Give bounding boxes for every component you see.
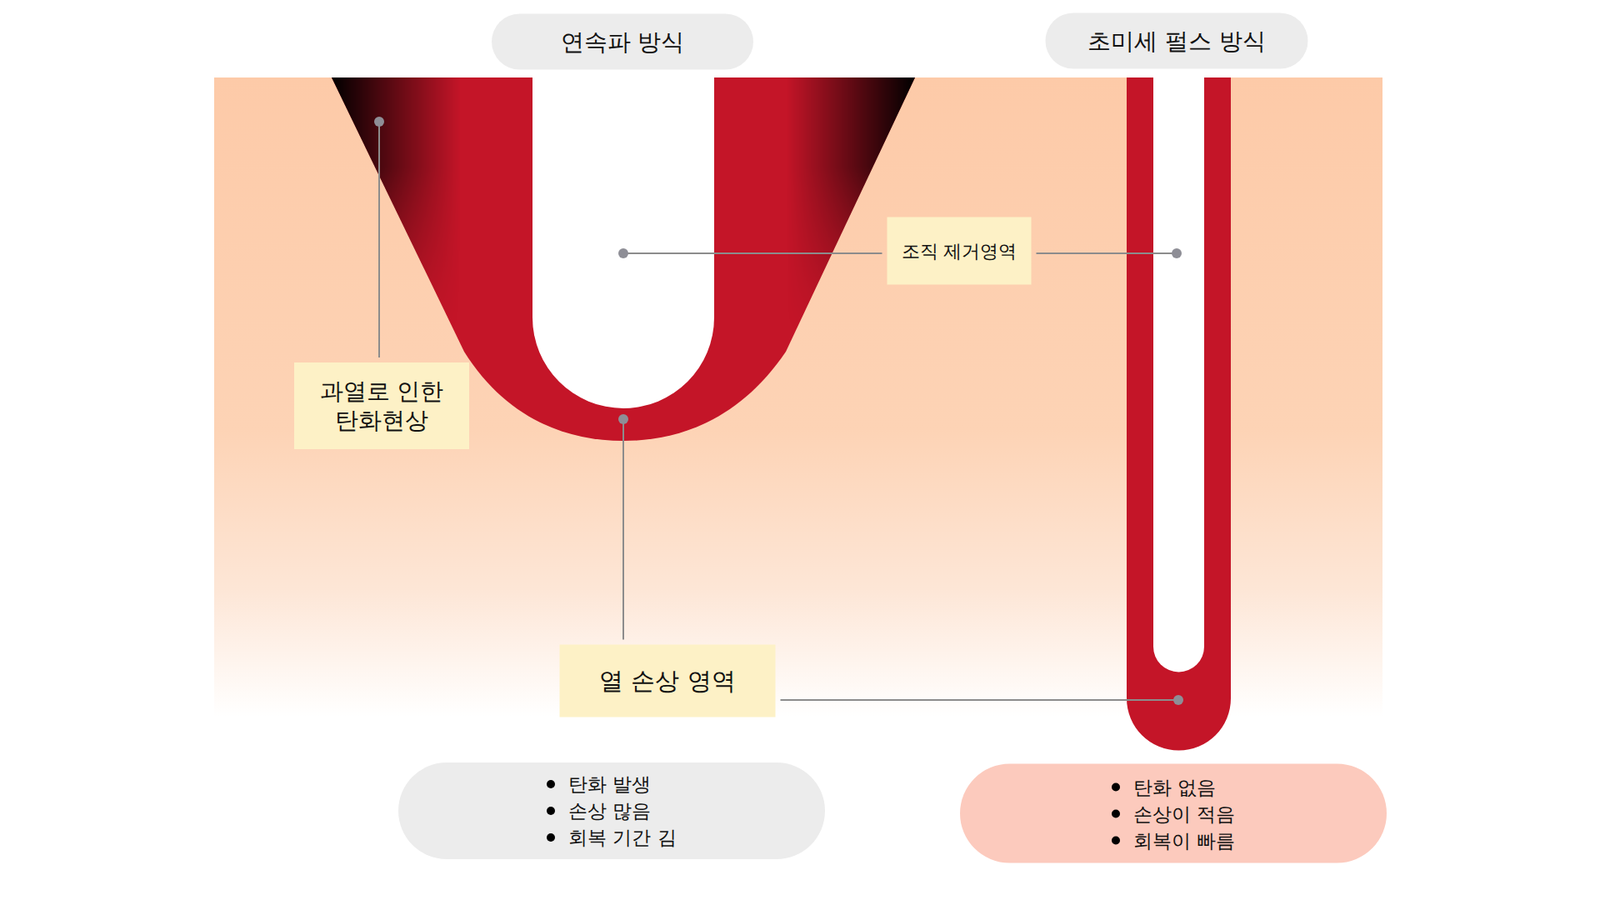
bullet-dot — [1111, 809, 1120, 818]
leader-line — [1036, 252, 1178, 255]
leader-dot — [618, 248, 629, 259]
method-title: 연속파 방식 — [491, 14, 754, 70]
bullet-item: 탄화 없음 — [1111, 773, 1216, 800]
thermal-damage-zone — [1126, 77, 1231, 751]
bullet-item: 손상이 적음 — [1111, 800, 1235, 827]
bullet-dot — [1111, 835, 1120, 845]
bullet-dot — [546, 780, 555, 789]
bullet-dot — [546, 833, 555, 842]
bullet-text: 손상 많음 — [568, 797, 651, 825]
bullet-item: 손상 많음 — [546, 797, 651, 825]
method-title: 초미세 펄스 방식 — [1045, 13, 1309, 70]
bullet-text: 회복이 빠름 — [1133, 826, 1235, 854]
bullet-item: 탄화 발생 — [546, 770, 651, 798]
bullet-list: 탄화 발생손상 많음회복 기간 김 — [546, 770, 677, 851]
bullet-text: 탄화 발생 — [568, 770, 651, 798]
bullet-text: 탄화 없음 — [1133, 773, 1216, 800]
label-text: 조직 제거영역 — [901, 239, 1018, 263]
summary-list: 탄화 없음손상이 적음회복이 빠름 — [960, 764, 1387, 864]
summary-list: 탄화 발생손상 많음회복 기간 김 — [398, 762, 825, 860]
leader-line — [780, 699, 1180, 701]
callout-label: 조직 제거영역 — [887, 217, 1032, 285]
bullet-item: 회복이 빠름 — [1111, 826, 1235, 854]
leader-line — [378, 121, 380, 358]
label-text: 열 손상 영역 — [599, 665, 735, 696]
bullet-text: 회복 기간 김 — [568, 824, 677, 851]
title-text: 연속파 방식 — [560, 27, 685, 57]
ablated-channel — [532, 77, 715, 409]
leader-dot — [1171, 248, 1182, 259]
leader-line — [623, 252, 883, 255]
leader-dot — [618, 414, 629, 425]
bullet-list: 탄화 없음손상이 적음회복이 빠름 — [1111, 773, 1235, 854]
callout-label: 과열로 인한 탄화현상 — [294, 362, 470, 450]
title-text: 초미세 펄스 방식 — [1087, 26, 1266, 56]
bullet-text: 손상이 적음 — [1133, 800, 1235, 827]
leader-dot — [1173, 695, 1184, 705]
ablated-channel — [1153, 77, 1205, 672]
label-text: 과열로 인한 탄화현상 — [307, 376, 456, 435]
bullet-dot — [546, 806, 555, 815]
leader-line — [622, 419, 625, 640]
leader-dot — [374, 116, 385, 127]
callout-label: 열 손상 영역 — [560, 645, 776, 718]
bullet-item: 회복 기간 김 — [546, 824, 677, 851]
bullet-dot — [1111, 782, 1120, 791]
